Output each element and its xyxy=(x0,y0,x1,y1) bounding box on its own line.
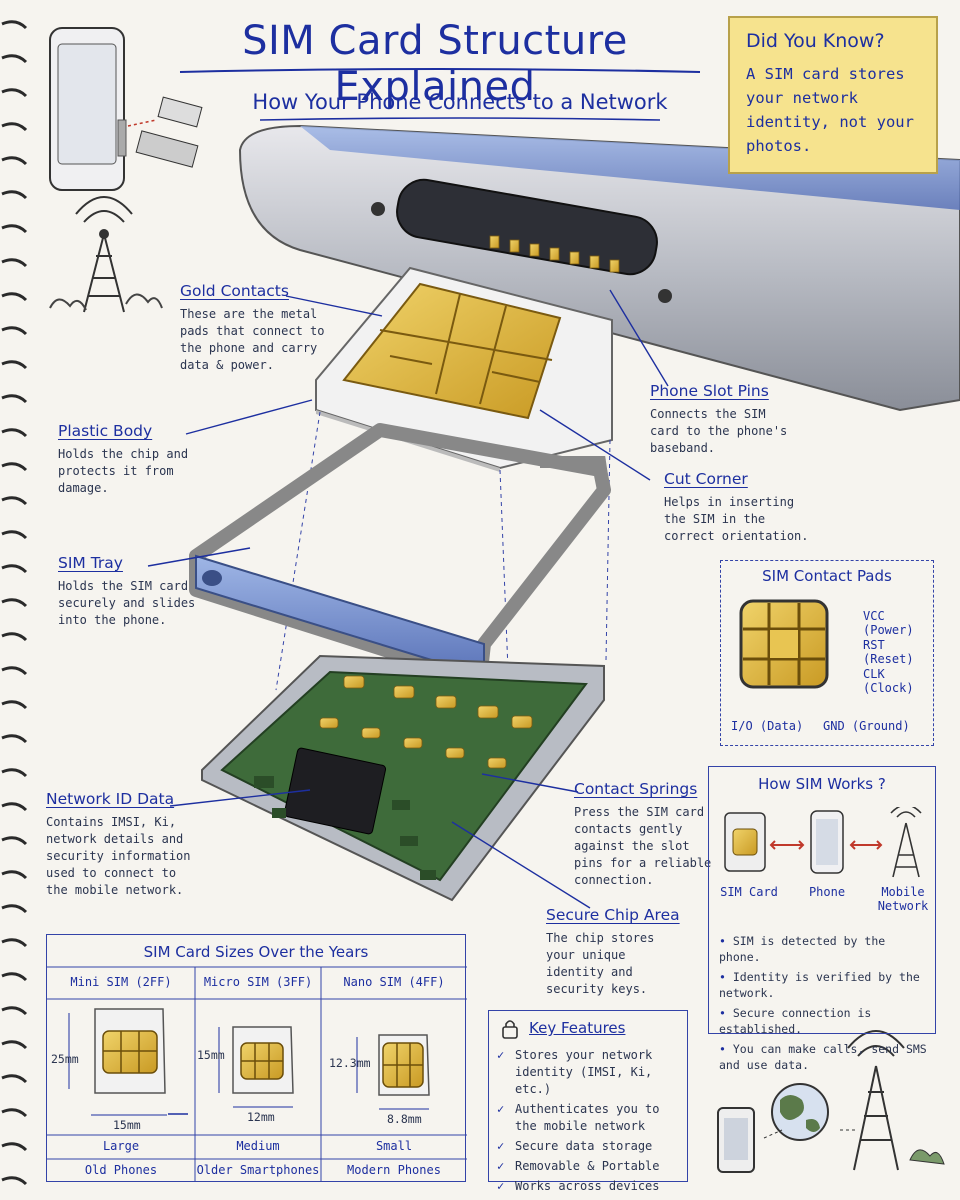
pad-io: I/O (Data) xyxy=(731,719,804,733)
feature-item: Secure data storage xyxy=(497,1138,681,1155)
step-item: Identity is verified by the network. xyxy=(719,969,929,1001)
label-network-id-desc: Contains IMSI, Ki, network details and s… xyxy=(46,815,191,897)
feature-item: Authenticates you to the mobile network xyxy=(497,1101,681,1135)
feature-item: Removable & Portable xyxy=(497,1158,681,1175)
flow-sim-label: SIM Card xyxy=(720,885,778,899)
step-item: SIM is detected by the phone. xyxy=(719,933,929,965)
how-sim-works-heading: How SIM Works ? xyxy=(758,775,886,793)
label-cut-corner-desc: Helps in inserting the SIM in the correc… xyxy=(664,495,809,543)
label-phone-slot-pins: Phone Slot Pins Connects the SIM card to… xyxy=(650,382,800,457)
nano-sim-size: Small xyxy=(375,1139,413,1153)
label-contact-springs-desc: Press the SIM card contacts gently again… xyxy=(574,805,712,887)
contact-pads-chip-icon xyxy=(739,599,829,689)
title-underline xyxy=(179,68,701,73)
label-cut-corner: Cut Corner Helps in inserting the SIM in… xyxy=(664,470,814,545)
how-sim-works-steps: SIM is detected by the phone. Identity i… xyxy=(719,933,929,1077)
feature-item: Stores your network identity (IMSI, Ki, … xyxy=(497,1047,681,1098)
label-network-id-title: Network ID Data xyxy=(46,790,175,808)
nano-sim-name: Nano SIM (4FF) xyxy=(343,975,445,989)
mini-sim-width: 15mm xyxy=(113,1118,141,1132)
label-secure-chip-desc: The chip stores your unique identity and… xyxy=(546,931,655,996)
label-plastic-body-desc: Holds the chip and protects it from dama… xyxy=(58,447,189,495)
micro-sim-icon xyxy=(218,1026,294,1108)
pad-vcc: VCC (Power) xyxy=(863,609,914,637)
pad-clk: CLK (Clock) xyxy=(863,667,914,695)
did-you-know-heading: Did You Know? xyxy=(746,30,885,52)
subtitle-underline xyxy=(259,117,661,121)
sim-reader-base xyxy=(201,654,605,902)
nano-sim-height: 12.3mm xyxy=(329,1056,371,1070)
micro-sim-width: 12mm xyxy=(247,1110,275,1124)
micro-sim-name: Micro SIM (3FF) xyxy=(203,975,313,989)
label-sim-tray-desc: Holds the SIM card securely and slides i… xyxy=(58,579,196,627)
spiral-binding xyxy=(1,20,28,1186)
did-you-know-note: Did You Know? A SIM card stores your net… xyxy=(728,16,938,174)
nano-sim-icon xyxy=(356,1034,430,1110)
feature-item: Works across devices xyxy=(497,1178,681,1195)
cell-tower-icon xyxy=(49,196,163,313)
key-features-list: Stores your network identity (IMSI, Ki, … xyxy=(497,1047,681,1198)
flow-network-label: Mobile Network xyxy=(877,885,929,913)
lock-icon xyxy=(502,1020,518,1039)
how-sim-works-flow xyxy=(724,807,922,878)
how-sim-works-panel: How SIM Works ? SIM Card Phone Mobile Ne… xyxy=(708,766,936,1072)
contact-pads-panel: SIM Contact Pads VCC (Power) RST (Reset)… xyxy=(720,560,934,746)
key-features-panel: Key Features Stores your network identit… xyxy=(488,1010,688,1195)
label-secure-chip-title: Secure Chip Area xyxy=(546,906,680,924)
nano-sim-era: Modern Phones xyxy=(347,1163,441,1177)
micro-sim-size: Medium xyxy=(236,1139,280,1153)
label-network-id: Network ID Data Contains IMSI, Ki, netwo… xyxy=(46,790,196,899)
label-plastic-body-title: Plastic Body xyxy=(58,422,153,440)
label-plastic-body: Plastic Body Holds the chip and protects… xyxy=(58,422,218,497)
label-secure-chip: Secure Chip Area The chip stores your un… xyxy=(546,906,686,998)
label-contact-springs: Contact Springs Press the SIM card conta… xyxy=(574,780,714,889)
sim-card-illustration xyxy=(315,266,613,472)
did-you-know-text: A SIM card stores your network identity,… xyxy=(746,65,914,155)
flow-phone-label: Phone xyxy=(808,885,846,899)
label-cut-corner-title: Cut Corner xyxy=(664,470,748,488)
micro-sim-height: 15mm xyxy=(197,1048,225,1062)
key-features-heading: Key Features xyxy=(529,1019,626,1037)
sim-sizes-grid xyxy=(47,966,467,1181)
mini-sim-era: Old Phones xyxy=(84,1163,158,1177)
label-gold-contacts: Gold Contacts These are the metal pads t… xyxy=(180,282,340,374)
step-item: You can make calls, send SMS and use dat… xyxy=(719,1041,929,1073)
pad-rst: RST (Reset) xyxy=(863,638,914,666)
mini-sim-height: 25mm xyxy=(51,1052,79,1066)
sim-tray-illustration xyxy=(189,423,611,687)
sim-sizes-heading: SIM Card Sizes Over the Years xyxy=(143,943,369,961)
mini-sim-size: Large xyxy=(102,1139,140,1153)
label-contact-springs-title: Contact Springs xyxy=(574,780,698,798)
network-scene-icon xyxy=(717,1030,945,1173)
mini-sim-name: Mini SIM (2FF) xyxy=(70,975,172,989)
label-phone-slot-pins-desc: Connects the SIM card to the phone's bas… xyxy=(650,407,788,455)
phone-body xyxy=(238,124,960,412)
pad-gnd: GND (Ground) xyxy=(823,719,910,733)
phone-sketch-icon xyxy=(49,27,203,191)
sim-sizes-table: SIM Card Sizes Over the Years xyxy=(46,934,467,1182)
flow-tower-icon xyxy=(890,807,922,878)
page-subtitle: How Your Phone Connects to a Network xyxy=(252,90,668,114)
label-sim-tray: SIM Tray Holds the SIM card securely and… xyxy=(58,554,218,629)
step-item: Secure connection is established. xyxy=(719,1005,929,1037)
page-title: SIM Card Structure Explained xyxy=(242,18,628,110)
nano-sim-width: 8.8mm xyxy=(387,1112,422,1126)
mini-sim-icon xyxy=(68,1008,167,1116)
contact-pads-heading: SIM Contact Pads xyxy=(762,567,892,585)
micro-sim-era: Older Smartphones xyxy=(196,1163,320,1177)
label-sim-tray-title: SIM Tray xyxy=(58,554,123,572)
callout-lines xyxy=(147,289,669,1115)
label-gold-contacts-title: Gold Contacts xyxy=(180,282,289,300)
label-gold-contacts-desc: These are the metal pads that connect to… xyxy=(180,307,325,372)
label-phone-slot-pins-title: Phone Slot Pins xyxy=(650,382,769,400)
